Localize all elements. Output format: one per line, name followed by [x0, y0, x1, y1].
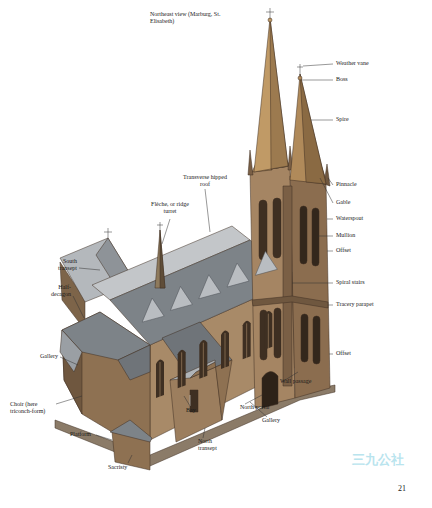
- part-label: Offset: [336, 350, 351, 357]
- part-label: Offset: [336, 247, 351, 254]
- part-label: Tracery parapet: [336, 301, 374, 308]
- nave-window: [178, 350, 186, 389]
- part-label: Pinnacle: [336, 181, 357, 188]
- part-label: Gable: [336, 199, 350, 206]
- nave-window: [199, 340, 207, 379]
- window-mullion: [225, 333, 226, 368]
- nave-window: [264, 311, 272, 350]
- part-label: Boss: [336, 76, 348, 83]
- part-label: Spiral stairs: [336, 279, 365, 286]
- part-label: North transept: [198, 438, 230, 452]
- roof-dormer: [255, 251, 277, 275]
- part-label: Transverse hipped roof: [181, 174, 229, 188]
- part-label: Gallery: [262, 417, 280, 424]
- part-label: Spire: [336, 116, 349, 123]
- part-label: Sacristy: [108, 464, 127, 471]
- nave-window: [243, 321, 251, 360]
- part-label: Mullion: [336, 232, 355, 239]
- nave-window: [156, 359, 164, 398]
- part-label: Bay: [186, 407, 196, 414]
- part-label: Choir (here triconch-form): [10, 401, 58, 415]
- part-label: Platform: [70, 431, 91, 438]
- roof-dormer: [199, 275, 221, 299]
- window-mullion: [203, 343, 204, 378]
- roof-dormer: [227, 263, 249, 287]
- window-mullion: [160, 362, 161, 397]
- window-mullion: [246, 323, 247, 358]
- window-mullion: [268, 314, 269, 349]
- part-label: North portal: [240, 404, 270, 411]
- part-label: Flèche, or ridge turret: [145, 201, 195, 215]
- roof-dormer: [142, 298, 164, 322]
- part-label: South transept: [43, 258, 77, 272]
- part-label: Waterspout: [336, 215, 363, 222]
- nave-window: [221, 330, 229, 369]
- part-label: Gallery: [40, 353, 58, 360]
- roof-dormer: [170, 286, 192, 310]
- part-label: Weather vane: [336, 60, 369, 67]
- watermark: 三九公社: [352, 453, 404, 468]
- view-title: Northeast view (Marburg, St. Elisabeth): [150, 11, 230, 25]
- window-mullion: [181, 352, 182, 387]
- part-label: Half-decagon: [43, 284, 71, 298]
- page-number: 21: [398, 484, 406, 493]
- part-label: Wall passage: [280, 378, 311, 385]
